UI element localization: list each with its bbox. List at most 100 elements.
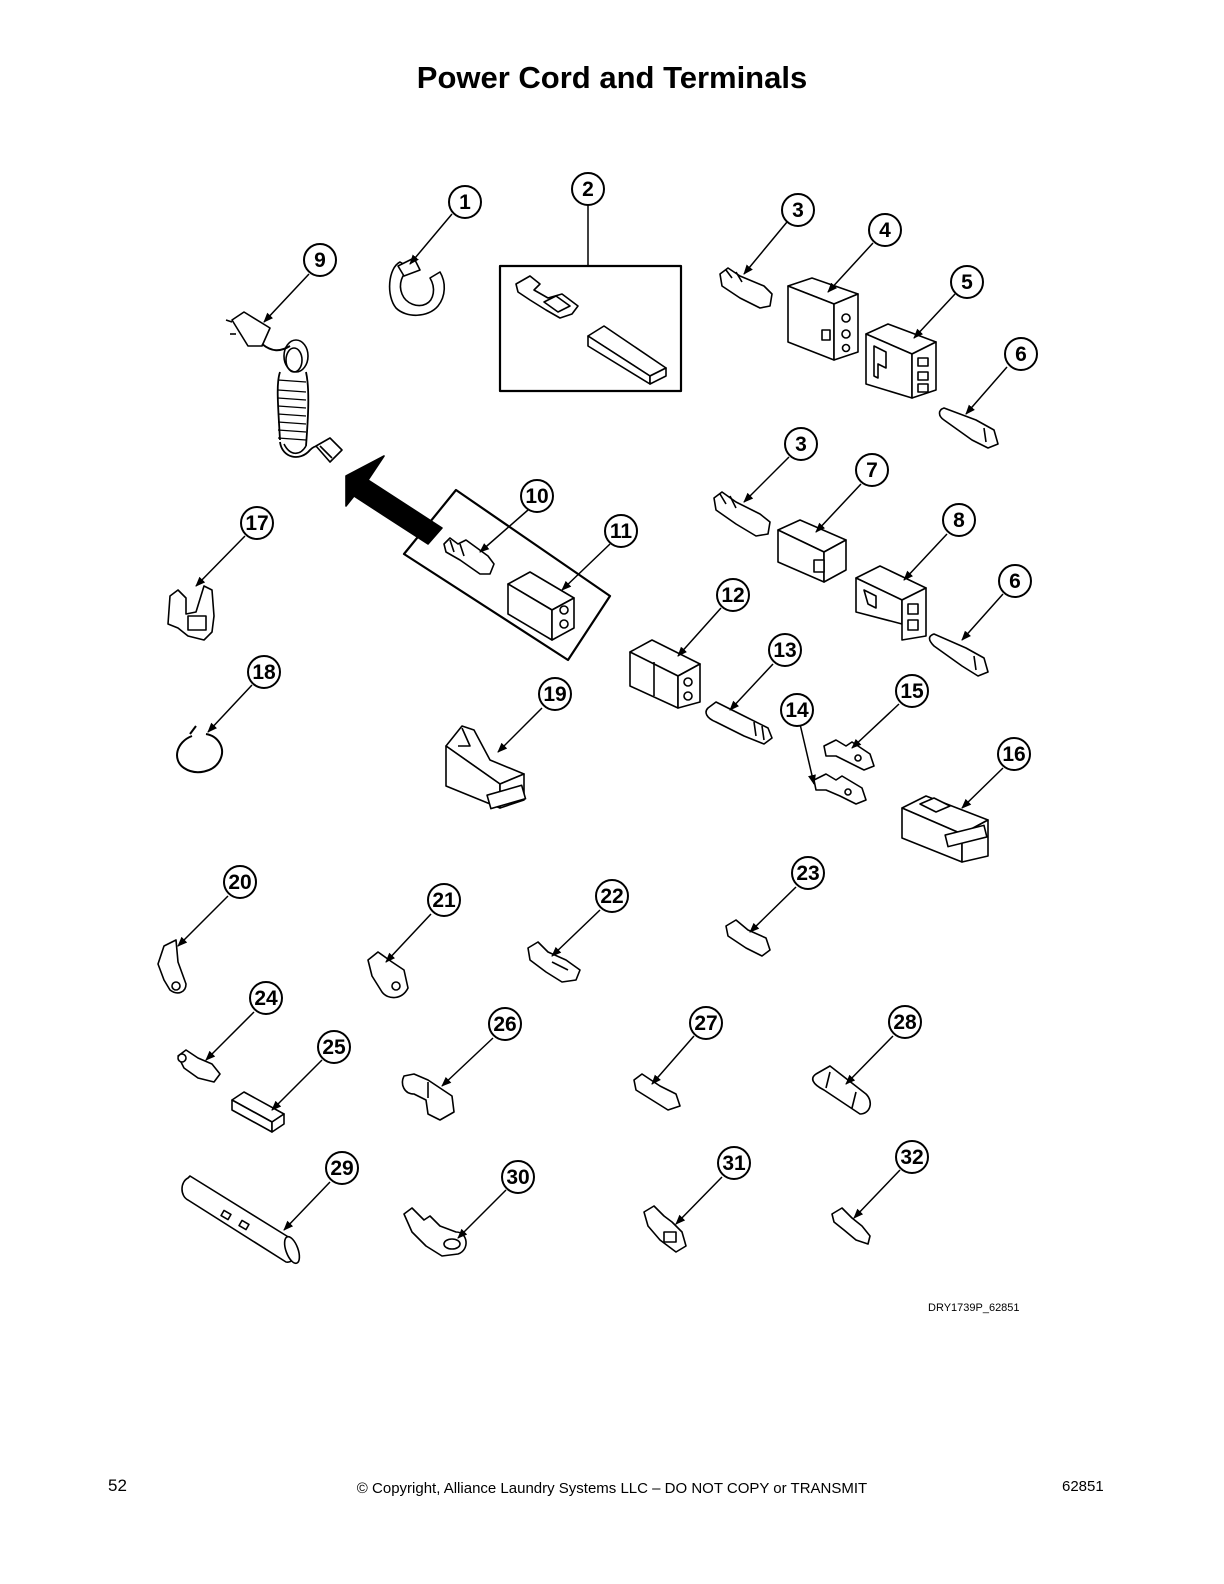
callout-circle [223,865,257,899]
callout-circle [888,1005,922,1039]
part-housing-8 [855,565,927,641]
callout-circle [1004,337,1038,371]
callout-circle [325,1151,359,1185]
big-arrow [345,455,443,545]
callout-number: 25 [322,1036,346,1059]
part-housing-11 [507,571,575,641]
callout-number: 29 [330,1157,353,1180]
callout-circle [595,879,629,913]
callout-circle [950,265,984,299]
callout-circle [249,981,283,1015]
footer-copyright: © Copyright, Alliance Laundry Systems LL… [356,1480,868,1497]
callout-6: 6 [998,564,1032,598]
callout-number: 24 [254,987,278,1010]
callout-17: 17 [240,506,274,540]
callout-16: 16 [997,737,1031,771]
part-terminal-27 [633,1073,681,1111]
callout-circle [538,677,572,711]
callout-11: 11 [604,514,638,548]
callout-circle [717,1146,751,1180]
callout-number: 14 [785,699,809,722]
callout-circle [997,737,1031,771]
part-socket-6b [928,633,989,677]
part-clip-20 [157,939,187,994]
part-housing-7 [777,519,847,583]
callout-circle [501,1160,535,1194]
part-terminal-26 [401,1073,455,1121]
callout-circle [604,514,638,548]
part-pin-3a [719,267,773,309]
callout-number: 10 [525,485,548,508]
callout-27: 27 [689,1006,723,1040]
part-clip-17 [167,585,215,641]
callout-circle [689,1006,723,1040]
drawing-id: DRY1739P_62851 [928,1302,1020,1314]
callout-18: 18 [247,655,281,689]
callout-number: 30 [506,1166,529,1189]
callout-number: 6 [1015,343,1027,366]
callout-29: 29 [325,1151,359,1185]
callout-circle [781,193,815,227]
part-fuse-28 [811,1065,872,1115]
part-housing-4 [787,277,859,361]
callout-number: 22 [600,885,623,908]
part-housing-16 [901,795,989,863]
callout-2: 2 [571,172,605,206]
callout-number: 9 [314,249,326,272]
callout-number: 7 [866,459,878,482]
callout-number: 19 [543,683,566,706]
callout-number: 5 [961,271,973,294]
part-pin-3b [713,491,771,537]
callout-1: 1 [448,185,482,219]
callout-23: 23 [791,856,825,890]
callout-14: 14 [780,693,814,727]
callout-9: 9 [303,243,337,277]
callout-15: 15 [895,674,929,708]
callout-circle [780,693,814,727]
callout-circle [784,427,818,461]
callout-number: 15 [900,680,924,703]
part-clip-21 [367,951,409,999]
callout-30: 30 [501,1160,535,1194]
part-insulator-25 [231,1091,285,1133]
leader-lines [177,205,1008,1239]
callout-circle [240,506,274,540]
callout-24: 24 [249,981,283,1015]
footer-page-number: 52 [108,1476,127,1495]
callout-number: 8 [953,509,965,532]
footer-doc-number: 62851 [1062,1478,1104,1495]
callout-number: 20 [228,871,251,894]
callout-number: 2 [582,178,594,201]
callout-number: 16 [1002,743,1025,766]
callout-3: 3 [784,427,818,461]
part-terminal-2a [515,275,579,319]
callout-number: 32 [900,1146,923,1169]
part-ring-18 [176,725,224,774]
callout-circle [942,503,976,537]
callout-number: 1 [459,191,471,214]
part-clamp-1 [388,257,446,317]
callout-20: 20 [223,865,257,899]
callout-circle [448,185,482,219]
callout-circle [768,633,802,667]
page-title: Power Cord and Terminals [416,60,808,95]
part-terminal-22 [527,941,581,983]
part-housing-12 [629,639,701,709]
callout-5: 5 [950,265,984,299]
callout-number: 23 [796,862,819,885]
callout-number: 11 [610,520,633,543]
part-terminal-15 [823,739,875,771]
part-pin-13 [705,701,773,745]
callout-21: 21 [427,883,461,917]
callout-6: 6 [1004,337,1038,371]
callout-number: 28 [893,1011,917,1034]
callout-22: 22 [595,879,629,913]
part-sleeve-29 [181,1175,301,1265]
part-terminal-31 [643,1205,687,1253]
part-pin-10 [443,537,495,575]
callout-circle [895,674,929,708]
callout-number: 26 [493,1013,516,1036]
callout-28: 28 [888,1005,922,1039]
callout-26: 26 [488,1007,522,1041]
